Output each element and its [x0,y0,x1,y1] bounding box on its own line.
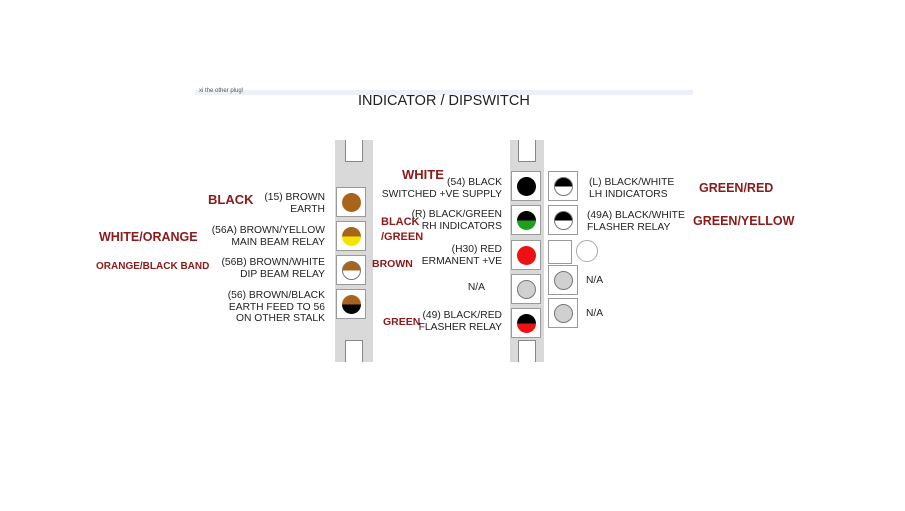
left-connector-top-slot [345,140,363,162]
left-pin-15 [336,187,366,217]
wire-dot [554,271,573,290]
right-pin-na-outer-1-label: N/A [586,275,604,286]
right-pin-r [511,205,541,235]
open-socket [576,240,598,262]
right-pin-l [548,171,578,201]
wire-dot [517,314,536,333]
right-pin-na-outer-2 [548,298,578,328]
wire-dot [554,177,573,196]
right-pin-54 [511,171,541,201]
color-note-black: BLACK [208,192,254,207]
color-note-white-orange: WHITE/ORANGE [99,230,198,244]
wire-dot [342,295,361,314]
color-note-orange-black-band: ORANGE/BLACK BAND [96,261,210,272]
wire-dot [517,246,536,265]
right-pin-empty [548,240,572,264]
color-note-green-red: GREEN/RED [699,181,774,195]
wire-dot [517,280,536,299]
wire-dot [342,261,361,280]
color-note-black-green-1: BLACK [381,216,420,228]
top-divider [195,90,693,95]
right-pin-na-inner [511,274,541,304]
right-pin-49 [511,308,541,338]
wire-dot [342,193,361,212]
diagram-title: INDICATOR / DIPSWITCH [358,93,530,109]
color-note-green-yellow: GREEN/YELLOW [693,214,795,228]
wire-dot [517,211,536,230]
left-connector-body [335,140,373,362]
left-connector-bottom-slot [345,340,363,362]
left-pin-56a [336,221,366,251]
wire-dot [342,227,361,246]
color-note-green: GREEN [383,316,421,328]
left-pin-56b [336,255,366,285]
right-pin-49a [548,205,578,235]
right-connector-bottom-slot [518,340,536,362]
color-note-brown: BROWN [372,258,413,270]
wire-dot [554,211,573,230]
right-pin-na-outer-2-label: N/A [586,308,604,319]
right-pin-h30 [511,240,541,270]
wire-dot [554,304,573,323]
right-pin-na-inner-label: N/A [467,282,485,293]
left-pin-56 [336,289,366,319]
right-connector-top-slot [518,140,536,162]
color-note-white: WHITE [402,167,444,182]
color-note-black-green-2: /GREEN [381,231,424,243]
cropped-note: xi the other plug! [199,88,244,94]
wire-dot [517,177,536,196]
right-pin-na-outer-1 [548,265,578,295]
